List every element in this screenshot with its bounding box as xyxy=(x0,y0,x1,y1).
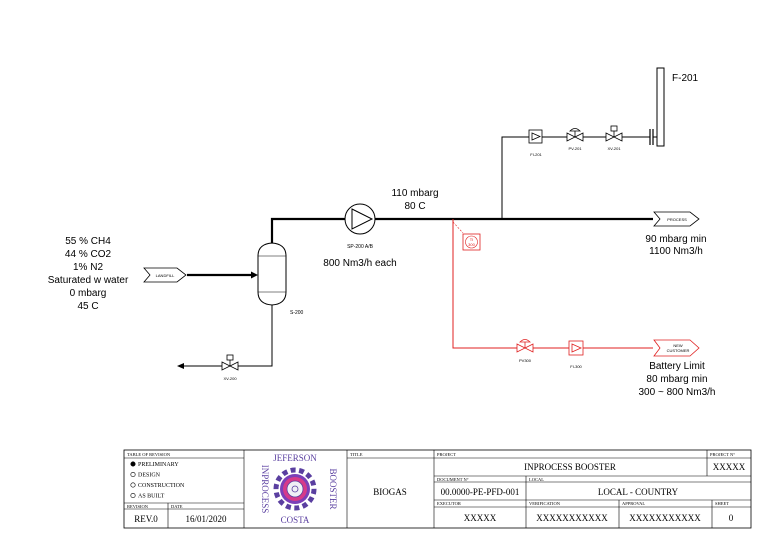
project-no-value: XXXXX xyxy=(713,462,746,472)
verification-value: XXXXXXXXXXX xyxy=(536,513,608,523)
project-no-label: PROJECT N° xyxy=(710,452,735,457)
drain-valve: XV-200 xyxy=(221,354,239,381)
new-customer-label-1: NEW xyxy=(673,343,683,348)
title-value: BIOGAS xyxy=(373,487,407,497)
discharge-conditions: 110 mbarg 80 C xyxy=(391,188,438,212)
status-radio-construction xyxy=(130,482,136,488)
shutoff-valve-xv201: XV-201 xyxy=(605,125,623,151)
process-label: PROCESS xyxy=(667,217,687,222)
approval-value: XXXXXXXXXXX xyxy=(629,513,701,523)
process-pressure: 90 mbarg min xyxy=(645,234,706,245)
separator-vessel: S-200 xyxy=(257,242,304,316)
logo-bottom-text: COSTA xyxy=(281,515,310,525)
separator-overhead-line xyxy=(270,217,345,243)
control-valve-pv300: PV300 xyxy=(516,339,534,363)
status-label: CONSTRUCTION xyxy=(138,483,185,489)
document-value: 00.0000-PE-PFD-001 xyxy=(441,487,520,497)
sheet-label: SHEET xyxy=(715,501,729,506)
ti300-tag-bottom: 300 xyxy=(468,242,475,247)
executor-value: XXXXX xyxy=(464,513,497,523)
flow-indicator-fi300: FI-300 xyxy=(568,340,584,369)
temperature-indicator-ti300: TI 300 xyxy=(462,233,481,251)
fi201-tag: FI-201 xyxy=(530,152,542,157)
revision-table-header: TABLE OF REVISION xyxy=(127,452,171,457)
feed-comp-line: 55 % CH4 xyxy=(65,236,111,247)
flare-branch-line xyxy=(501,129,657,219)
fi300-tag: FI-300 xyxy=(570,364,582,369)
pv300-tag: PV300 xyxy=(519,358,532,363)
battery-limit-line: 300 ~ 800 Nm3/h xyxy=(639,387,716,398)
approval-label: APPROVAL xyxy=(622,501,645,506)
control-valve-pv201: PV-201 xyxy=(566,128,584,151)
flow-indicator-fi201: FI-201 xyxy=(528,129,543,157)
logo-top-text: JEFERSON xyxy=(273,453,317,463)
local-value: LOCAL - COUNTRY xyxy=(598,487,679,497)
separator-tag: S-200 xyxy=(290,310,304,316)
logo-right-text: BOOSTER xyxy=(328,468,338,509)
compressor-tag: SP-200 A/B xyxy=(347,244,374,250)
executor-label: EXECUTOR xyxy=(437,501,461,506)
xv201-tag: XV-201 xyxy=(607,146,621,151)
document-label: DOCUMENT N° xyxy=(437,477,469,482)
battery-limit-line: Battery Limit xyxy=(649,361,705,372)
gear-icon xyxy=(273,467,317,511)
title-label: TITLE xyxy=(350,452,363,457)
revision-label: REVISION xyxy=(127,504,149,509)
feed-comp-line: 0 mbarg xyxy=(70,288,107,299)
feed-comp-line: 1% N2 xyxy=(73,262,103,273)
title-block: TABLE OF REVISION PRELIMINARY DESIGN CON… xyxy=(123,449,752,529)
verification-label: VERIFICATION xyxy=(529,501,561,506)
status-radio-as-built xyxy=(130,492,136,498)
drain-line xyxy=(177,305,273,369)
feed-comp-line: 44 % CO2 xyxy=(65,249,112,260)
project-value: INPROCESS BOOSTER xyxy=(524,462,616,472)
flare-stack: F-201 xyxy=(656,67,699,147)
status-radio-design xyxy=(130,471,136,477)
revision-value: REV.0 xyxy=(134,514,158,524)
status-label: AS BUILT xyxy=(138,494,165,500)
flare-tag: F-201 xyxy=(672,73,699,84)
sheet-value: 0 xyxy=(729,513,734,523)
company-logo: JEFERSON COSTA INPROCESS BOOSTER xyxy=(260,453,338,525)
landfill-tag: LANDFILL xyxy=(143,267,187,283)
battery-limit-line: 80 mbarg min xyxy=(646,374,707,385)
status-label: DESIGN xyxy=(138,473,161,479)
compressor-capacity: 800 Nm3/h each xyxy=(323,258,396,269)
date-value: 16/01/2020 xyxy=(185,514,227,524)
feed-comp-line: Saturated w water xyxy=(48,275,129,286)
landfill-label: LANDFILL xyxy=(156,273,175,278)
new-customer-line xyxy=(452,219,653,349)
logo-left-text: INPROCESS xyxy=(260,465,270,514)
feed-comp-line: 45 C xyxy=(77,301,98,312)
discharge-pressure: 110 mbarg xyxy=(391,188,438,199)
feed-composition: 55 % CH4 44 % CO2 1% N2 Saturated w wate… xyxy=(48,236,129,312)
status-radio-preliminary xyxy=(130,461,136,467)
discharge-temperature: 80 C xyxy=(404,201,425,212)
local-label: LOCAL xyxy=(529,477,544,482)
status-label: PRELIMINARY xyxy=(138,462,179,468)
date-label: DATE xyxy=(171,504,183,509)
compressor: SP-200 A/B 800 Nm3/h each xyxy=(323,203,397,269)
new-customer-label-2: CUSTOMER xyxy=(667,348,690,353)
battery-limit-note: Battery Limit 80 mbarg min 300 ~ 800 Nm3… xyxy=(639,361,716,398)
process-flow: 1100 Nm3/h xyxy=(649,246,703,257)
project-label: PROJECT xyxy=(437,452,456,457)
pv201-tag: PV-201 xyxy=(568,146,582,151)
ti300-tag-top: TI xyxy=(470,237,474,242)
feed-line xyxy=(187,271,258,279)
drain-valve-tag: XV-200 xyxy=(223,376,237,381)
new-customer-tag: NEW CUSTOMER xyxy=(653,339,700,357)
process-outlet-tag: PROCESS 90 mbarg min 1100 Nm3/h xyxy=(645,211,707,257)
